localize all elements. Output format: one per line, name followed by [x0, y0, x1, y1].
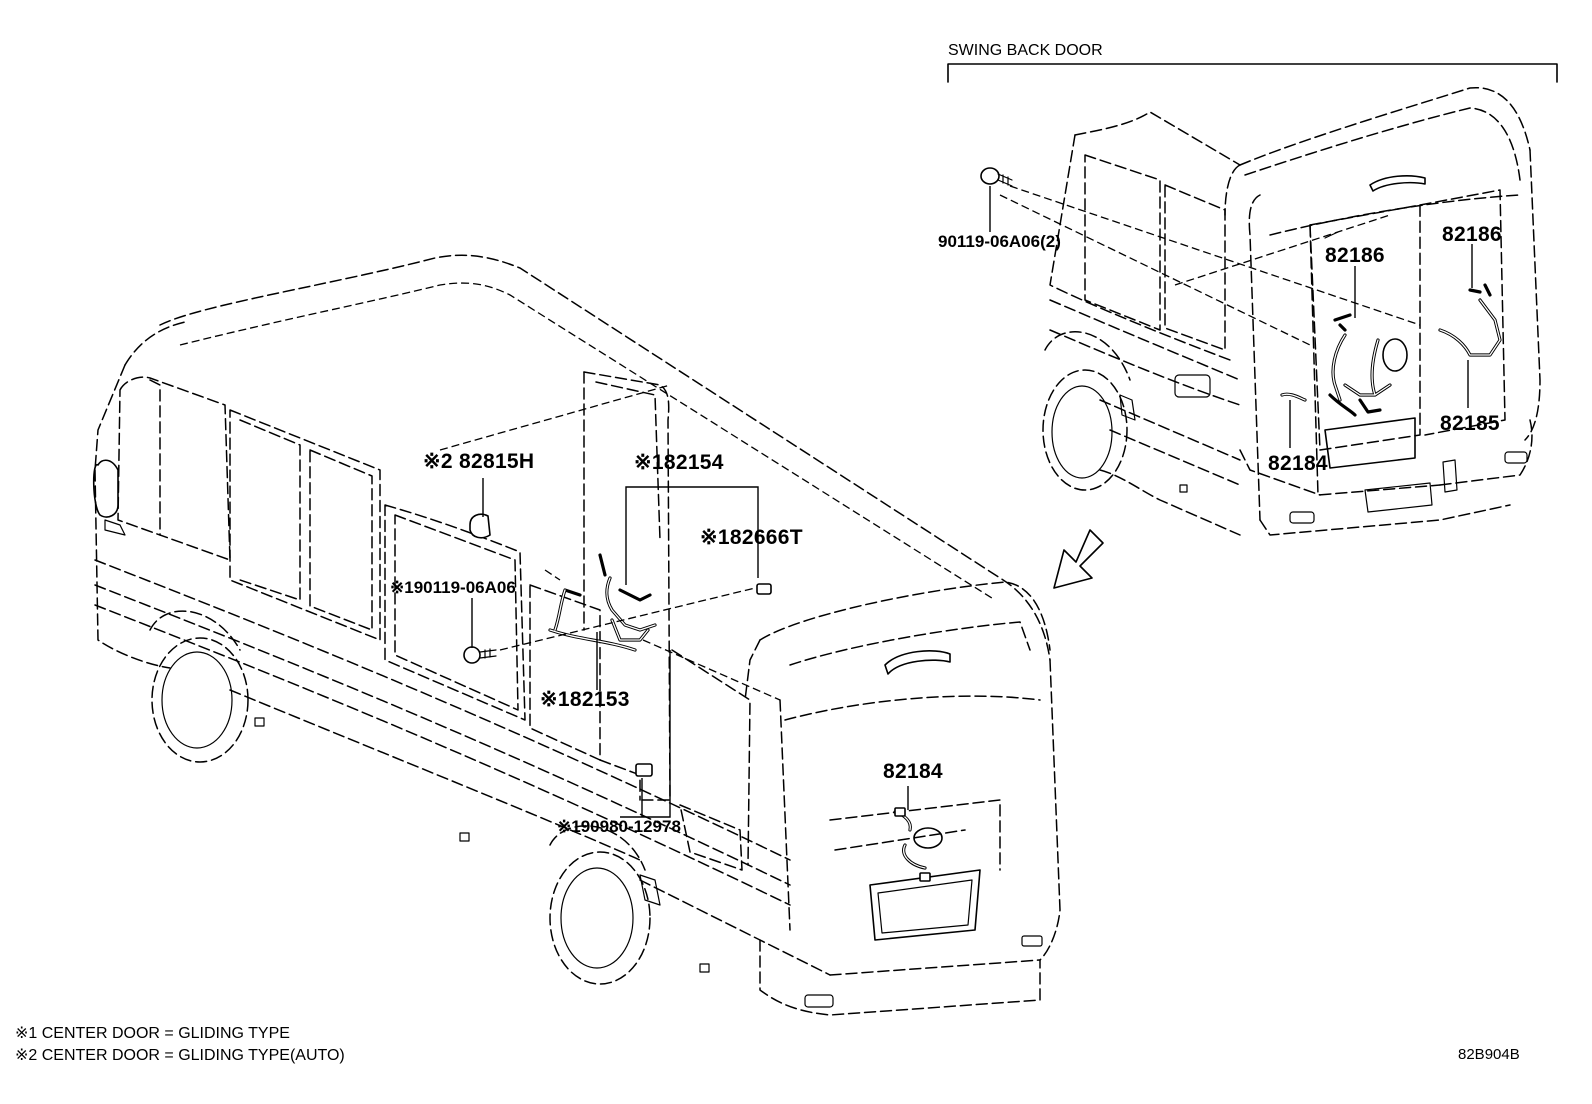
label-90980-12978: ※190980-12978 [557, 817, 681, 836]
footnote-2: ※2 CENTER DOOR = GLIDING TYPE(AUTO) [15, 1047, 345, 1064]
label-82154: ※182154 [634, 451, 724, 474]
main-wire-harness [463, 513, 931, 882]
connector-82666T [756, 583, 772, 595]
label-82184-inset: 82184 [1268, 452, 1328, 475]
inset-bracket [947, 63, 1558, 83]
inset-bolt-icon [980, 167, 1013, 187]
van-main-body [92, 254, 1061, 1016]
label-82184-main: 82184 [883, 760, 943, 783]
main-leader-lines [439, 384, 909, 818]
inset-part-labels: 90119-06A06(2) 82186 82186 82184 82185 [938, 223, 1502, 475]
label-82153: ※182153 [540, 688, 630, 711]
direction-arrow-icon [1053, 529, 1104, 589]
main-part-labels: ※2 82815H ※182154 ※182666T ※190119-06A06… [390, 450, 943, 836]
label-82186-left: 82186 [1325, 244, 1385, 267]
inset-title: SWING BACK DOOR [948, 42, 1103, 59]
label-82666T: ※182666T [700, 526, 803, 549]
inset-leader-lines [989, 185, 1473, 448]
label-90119-06A06-2: 90119-06A06(2) [938, 232, 1061, 251]
part-82815H [469, 513, 491, 539]
footnotes: ※1 CENTER DOOR = GLIDING TYPE ※2 CENTER … [15, 1025, 1520, 1064]
clamp-90980 [635, 763, 653, 777]
label-82185: 82185 [1440, 412, 1500, 435]
footnote-1: ※1 CENTER DOOR = GLIDING TYPE [15, 1025, 290, 1042]
bolt-icon [463, 646, 497, 664]
label-90119-06A06: ※190119-06A06 [390, 578, 516, 597]
inset-swing-back-door: SWING BACK DOOR [947, 42, 1558, 536]
label-82815H: ※2 82815H [423, 450, 534, 473]
inset-wire-harness [980, 167, 1502, 417]
label-82186-right: 82186 [1442, 223, 1502, 246]
drawing-code: 82B904B [1458, 1046, 1520, 1063]
